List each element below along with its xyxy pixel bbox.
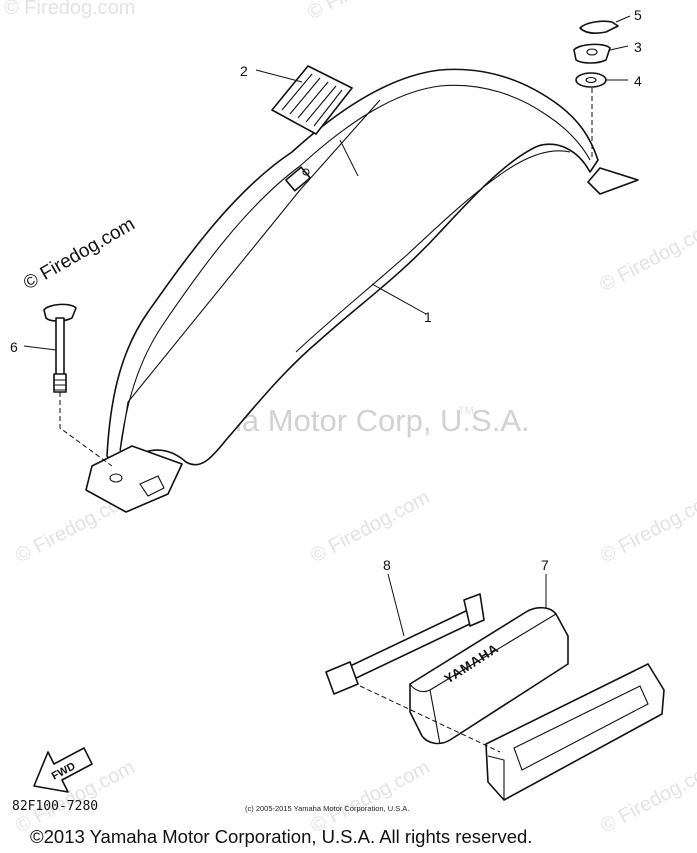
fender-body xyxy=(106,68,599,466)
battery-side-edge xyxy=(429,689,441,745)
small-copyright: (c) 2005-2015 Yamaha Motor Corporation, … xyxy=(245,804,409,813)
battery-tray xyxy=(359,663,665,801)
watermark-center: © Firedog.com xyxy=(307,486,433,567)
forward-arrow: FWD xyxy=(33,747,93,793)
rear-bracket-tab xyxy=(139,475,165,497)
battery-band-part-8 xyxy=(325,593,485,695)
rear-fender xyxy=(85,68,639,513)
fender-rear-bracket xyxy=(85,445,183,513)
nut-hole xyxy=(586,48,598,56)
leader-lines xyxy=(23,15,631,637)
leader-8 xyxy=(387,573,405,637)
callout-8: 8 xyxy=(383,557,391,573)
leader-5 xyxy=(615,15,631,23)
band-top-hook xyxy=(463,593,485,627)
watermark-firedog-diagonal: © Firedog.com xyxy=(20,214,139,295)
tray-lip xyxy=(487,755,505,800)
watermark-right-mid: © Firedog.com xyxy=(596,215,697,296)
battery-install-guide xyxy=(359,685,501,753)
footer-copyright: ©2013 Yamaha Motor Corporation, U.S.A. A… xyxy=(30,826,532,847)
forward-arrow-icon xyxy=(33,747,93,793)
fender-side-rib xyxy=(295,150,571,353)
bolt-axis xyxy=(59,392,113,467)
callout-2: 2 xyxy=(240,63,248,79)
stay-bolt xyxy=(302,168,310,176)
bolt-thread xyxy=(53,373,67,393)
watermark-top-left: © Firedog.com xyxy=(4,0,135,19)
leader-2 xyxy=(255,69,303,83)
leader-3 xyxy=(609,45,629,51)
watermark-right-lower: © Firedog.com xyxy=(597,486,697,567)
washer-hole xyxy=(585,76,597,84)
fastener-group xyxy=(573,20,619,160)
clip-part-5 xyxy=(579,20,619,34)
bolt-head xyxy=(43,303,77,322)
fender-inner-edge xyxy=(119,84,591,451)
tray-opening xyxy=(513,685,649,771)
washer-part-4 xyxy=(575,72,607,88)
nut-part-3 xyxy=(573,43,611,64)
callout-5: 5 xyxy=(634,7,642,23)
callout-numbers: 1 2 3 4 5 6 7 8 xyxy=(10,7,642,573)
band-lower-tab xyxy=(325,661,359,695)
fender-stay-bar xyxy=(119,99,381,453)
callout-3: 3 xyxy=(634,39,642,55)
stay-clamp xyxy=(285,166,311,192)
diagram-code: 82F100-7280 xyxy=(12,799,98,814)
battery-part-7: YAMAHA xyxy=(409,606,569,745)
decal-lines xyxy=(281,73,343,127)
rear-bracket-hole xyxy=(109,473,123,483)
callout-6: 6 xyxy=(10,339,18,355)
bolt-thread-lines xyxy=(54,379,66,391)
callout-4: 4 xyxy=(634,73,642,89)
callout-1: 1 xyxy=(424,309,432,325)
leader-1 xyxy=(371,283,427,315)
leader-6 xyxy=(23,345,57,351)
leader-1-stay xyxy=(339,139,359,177)
watermark-bottom-right: © Firedog.com xyxy=(597,756,697,837)
battery-case xyxy=(409,606,569,745)
bolt-part-6 xyxy=(43,303,113,467)
callout-7: 7 xyxy=(541,557,549,573)
watermark-tm: TM xyxy=(458,405,474,417)
watermark-top-mid: © Firedog.com xyxy=(304,0,430,24)
fender-front-bracket xyxy=(587,167,639,195)
bolt-shank xyxy=(55,317,65,379)
